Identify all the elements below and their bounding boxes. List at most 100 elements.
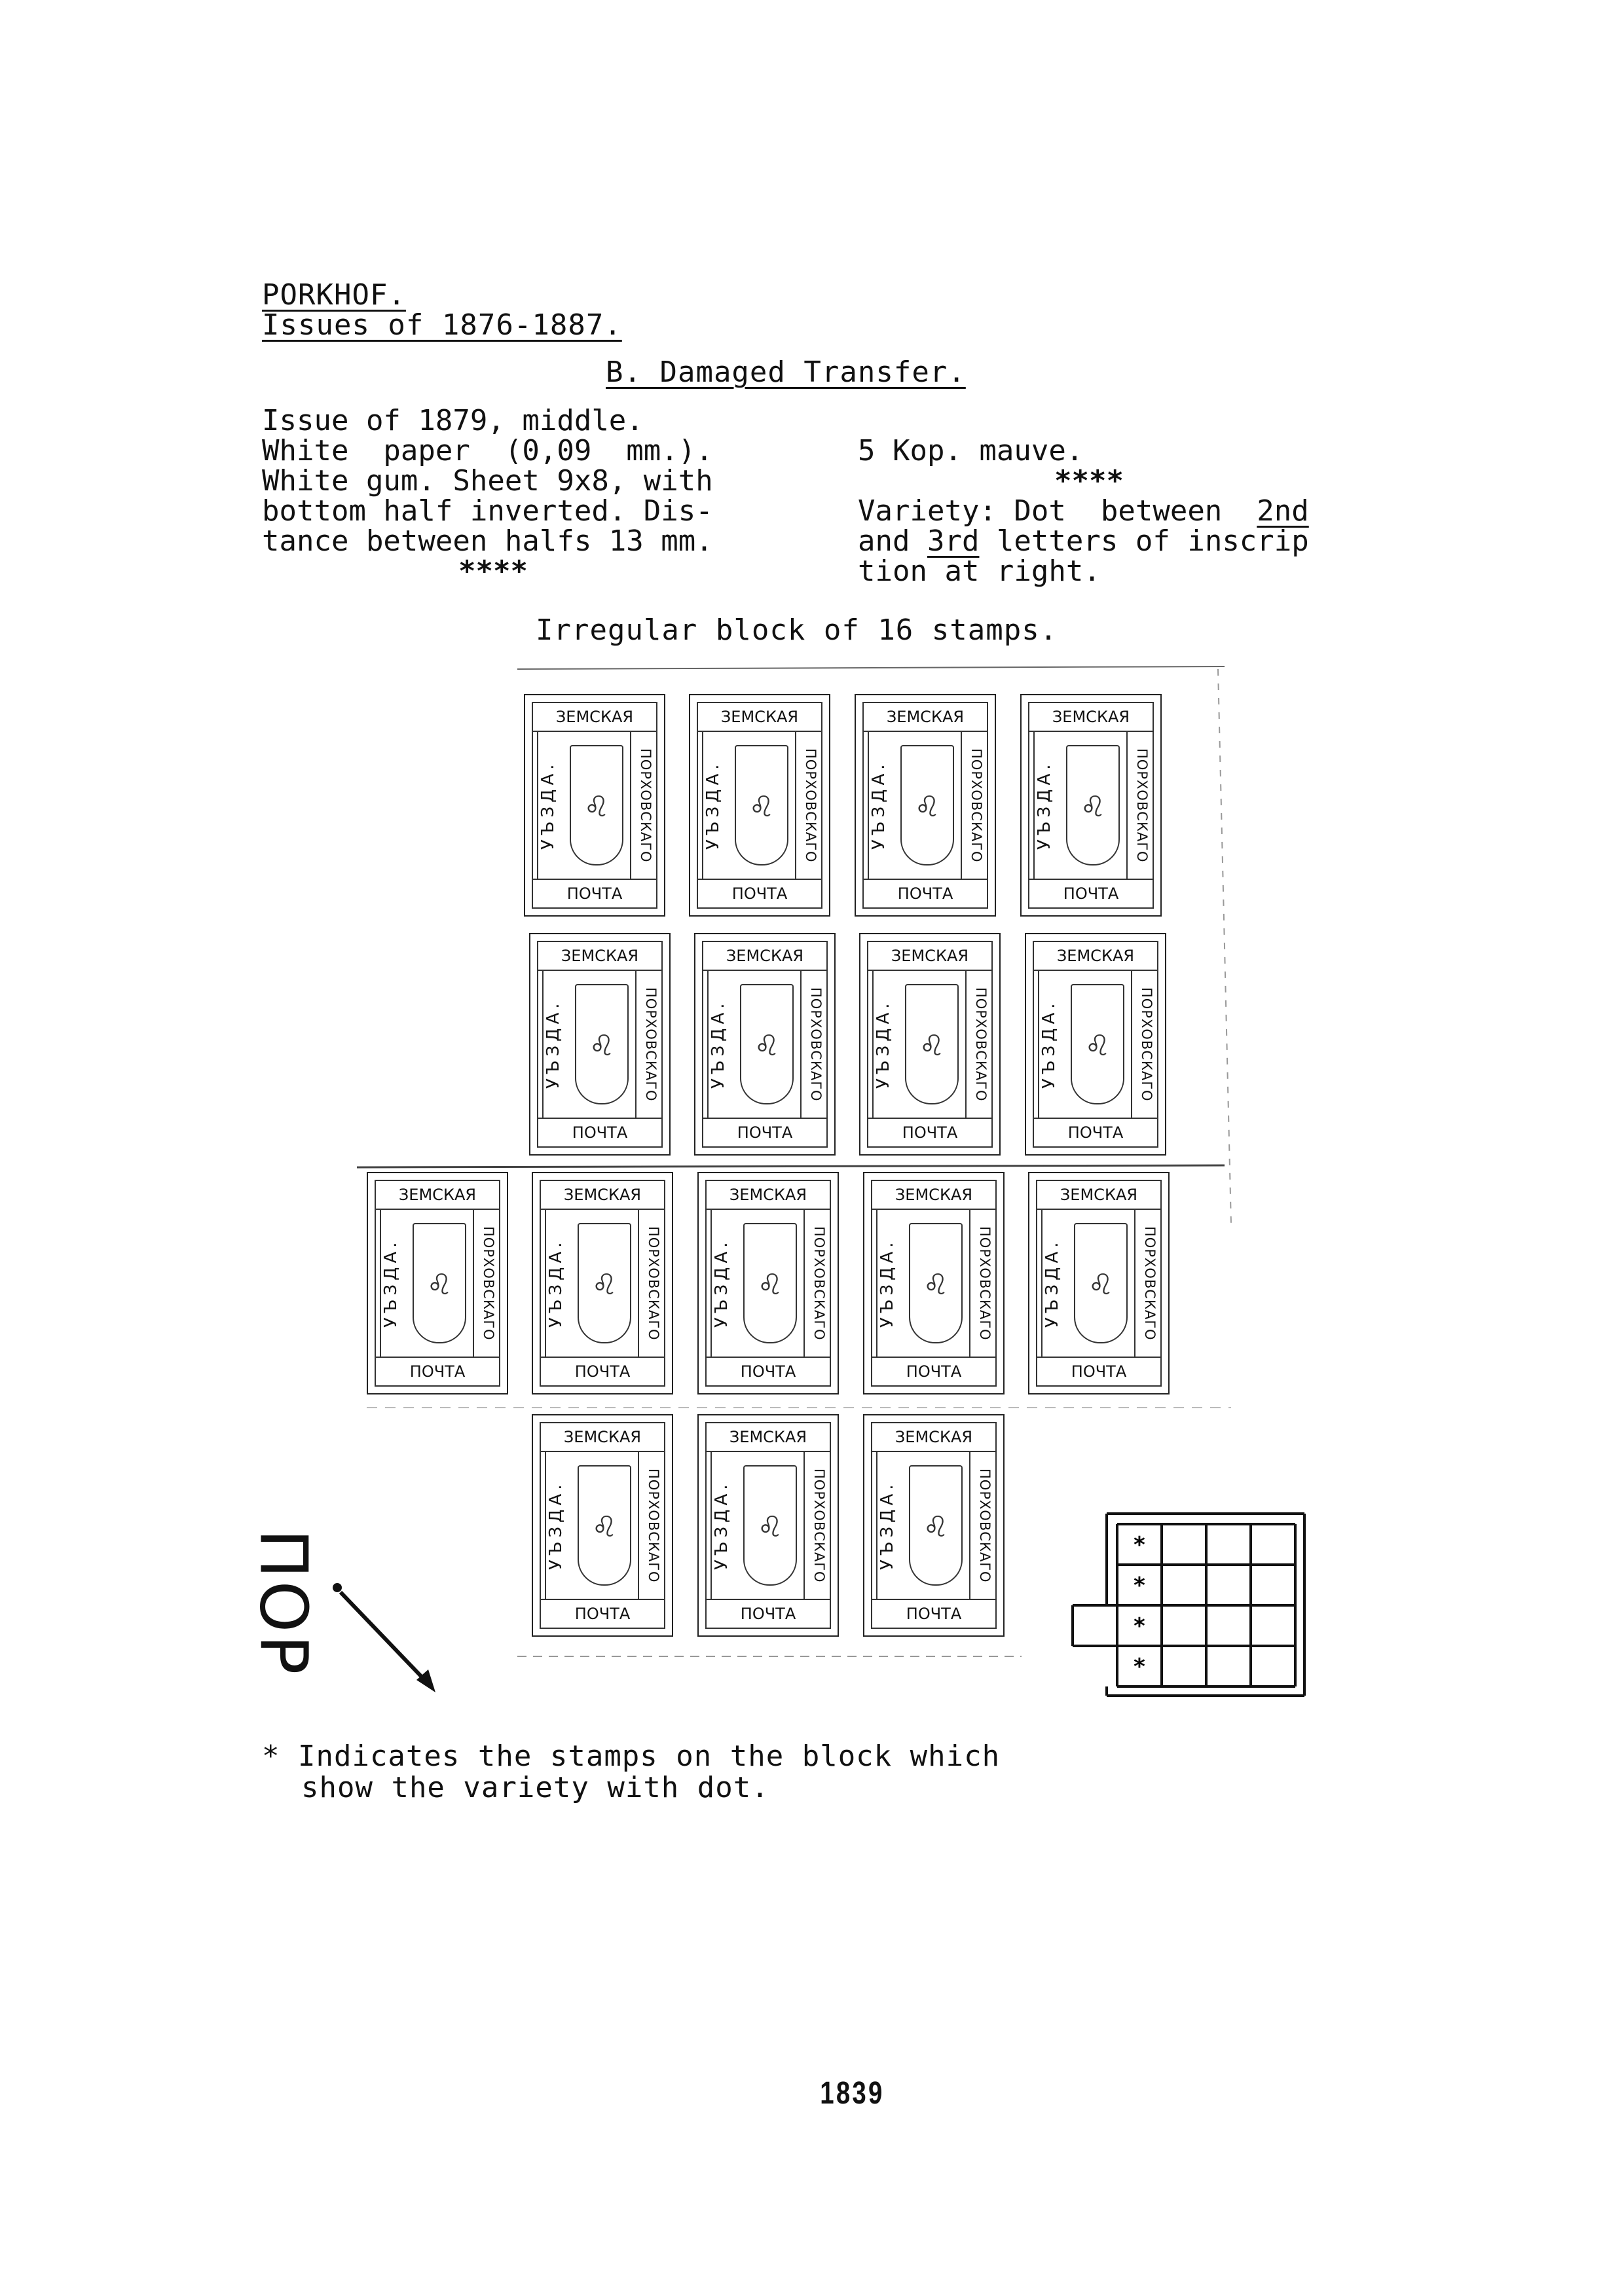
stamp-left-inscription: УЪЗДА. [868, 732, 894, 879]
stamp-bottom-inscription: ПОЧТА [872, 1357, 995, 1385]
stamp-bottom-inscription: ПОЧТА [707, 1599, 830, 1628]
issue-stars: **** [458, 555, 528, 588]
position-diagram: **** [1071, 1512, 1306, 1697]
issue-line: tance between halfs 13 mm. [262, 524, 713, 558]
issue-line: White gum. Sheet 9x8, with [262, 464, 713, 498]
lion-crest-icon: ♌ [594, 1264, 615, 1302]
issue-line: White paper (0,09 mm.). [262, 434, 713, 467]
stamp-left-inscription: УЪЗДА. [545, 1210, 571, 1357]
stamp-top-inscription: ЗЕМСКАЯ [872, 1423, 995, 1452]
stamp-left-inscription: УЪЗДА. [702, 732, 728, 879]
coat-of-arms: ♌ [575, 984, 629, 1104]
stamp-left-inscription: УЪЗДА. [710, 1210, 737, 1357]
stamp-right-inscription: ПОРХОВСКАГО [969, 1210, 993, 1357]
stamp-bottom-inscription: ПОЧТА [541, 1357, 664, 1385]
coat-of-arms: ♌ [905, 984, 959, 1104]
lion-crest-icon: ♌ [925, 1264, 946, 1302]
variety-stars: **** [1054, 464, 1124, 498]
stamp-bottom-inscription: ПОЧТА [1034, 1118, 1157, 1146]
stamp-top-inscription: ЗЕМСКАЯ [707, 1181, 830, 1210]
stamp-left-inscription: УЪЗДА. [1033, 732, 1060, 879]
lion-crest-icon: ♌ [751, 786, 772, 824]
stamp-top-inscription: ЗЕМСКАЯ [698, 703, 821, 732]
stamp-bottom-inscription: ПОЧТА [1029, 879, 1153, 907]
lion-crest-icon: ♌ [591, 1025, 612, 1063]
stamp-left-inscription: УЪЗДА. [1041, 1210, 1067, 1357]
stamp-top-inscription: ЗЕМСКАЯ [1034, 942, 1157, 971]
stamp-bottom-inscription: ПОЧТА [703, 1118, 826, 1146]
stamp-right-inscription: ПОРХОВСКАГО [638, 1452, 661, 1599]
variety-line: Variety: Dot between 2nd [858, 494, 1309, 528]
variety-marker: * [1133, 1613, 1146, 1639]
stamp-right-inscription: ПОРХОВСКАГО [961, 732, 984, 879]
lion-crest-icon: ♌ [1087, 1025, 1108, 1063]
stamp-right-inscription: ПОРХОВСКАГО [1134, 1210, 1158, 1357]
stamp-right-inscription: ПОРХОВСКАГО [630, 732, 654, 879]
stamp-bottom-inscription: ПОЧТА [541, 1599, 664, 1628]
value-line: 5 Kop. mauve. [858, 434, 1084, 467]
stamp-right-inscription: ПОРХОВСКАГО [635, 971, 659, 1118]
coat-of-arms: ♌ [743, 1465, 797, 1586]
stamp-right-inscription: ПОРХОВСКАГО [638, 1210, 661, 1357]
variety-line: and 3rd letters of inscrip [858, 524, 1309, 558]
stamp-left-inscription: УЪЗДА. [707, 971, 733, 1118]
lion-crest-icon: ♌ [1082, 786, 1103, 824]
stamp-top-inscription: ЗЕМСКАЯ [707, 1423, 830, 1452]
stamp-top-inscription: ЗЕМСКАЯ [538, 942, 661, 971]
stamp-top-inscription: ЗЕМСКАЯ [703, 942, 826, 971]
stamp-left-inscription: УЪЗДА. [872, 971, 898, 1118]
coat-of-arms: ♌ [1074, 1223, 1128, 1343]
lion-crest-icon: ♌ [594, 1506, 615, 1544]
lion-crest-icon: ♌ [917, 786, 938, 824]
stamp-bottom-inscription: ПОЧТА [1037, 1357, 1160, 1385]
stamp-left-inscription: УЪЗДА. [537, 732, 563, 879]
stamp-left-inscription: УЪЗДА. [1038, 971, 1064, 1118]
lion-crest-icon: ♌ [586, 786, 607, 824]
lion-crest-icon: ♌ [756, 1025, 777, 1063]
stamp-right-inscription: ПОРХОВСКАГО [800, 971, 824, 1118]
stamp-right-inscription: ПОРХОВСКАГО [473, 1210, 496, 1357]
stamp-bottom-inscription: ПОЧТА [868, 1118, 991, 1146]
stamp-top-inscription: ЗЕМСКАЯ [1029, 703, 1153, 732]
lion-crest-icon: ♌ [429, 1264, 450, 1302]
page-title: PORKHOF. [262, 278, 406, 312]
stamp-top-inscription: ЗЕМСКАЯ [868, 942, 991, 971]
coat-of-arms: ♌ [413, 1223, 466, 1343]
stamp-top-inscription: ЗЕМСКАЯ [1037, 1181, 1160, 1210]
block-caption: Irregular block of 16 stamps. [536, 613, 1058, 647]
stamp-top-inscription: ЗЕМСКАЯ [872, 1181, 995, 1210]
section-heading: B. Damaged Transfer. [606, 355, 966, 389]
stamp-bottom-inscription: ПОЧТА [376, 1357, 499, 1385]
stamp-bottom-inscription: ПОЧТА [533, 879, 656, 907]
issue-line: bottom half inverted. Dis- [262, 494, 713, 528]
coat-of-arms: ♌ [900, 745, 954, 866]
stamp-top-inscription: ЗЕМСКАЯ [376, 1181, 499, 1210]
stamp-left-inscription: УЪЗДА. [710, 1452, 737, 1599]
variety-line: tion at right. [858, 555, 1101, 588]
coat-of-arms: ♌ [909, 1465, 963, 1586]
pointer-arrow-icon [339, 1590, 435, 1692]
stamp-left-inscription: УЪЗДА. [542, 971, 568, 1118]
stamp-left-inscription: УЪЗДА. [876, 1210, 902, 1357]
stamp-right-inscription: ПОРХОВСКАГО [969, 1452, 993, 1599]
coat-of-arms: ♌ [578, 1465, 631, 1586]
issues-heading: Issues of 1876-1887. [262, 308, 622, 342]
lion-crest-icon: ♌ [921, 1025, 942, 1063]
